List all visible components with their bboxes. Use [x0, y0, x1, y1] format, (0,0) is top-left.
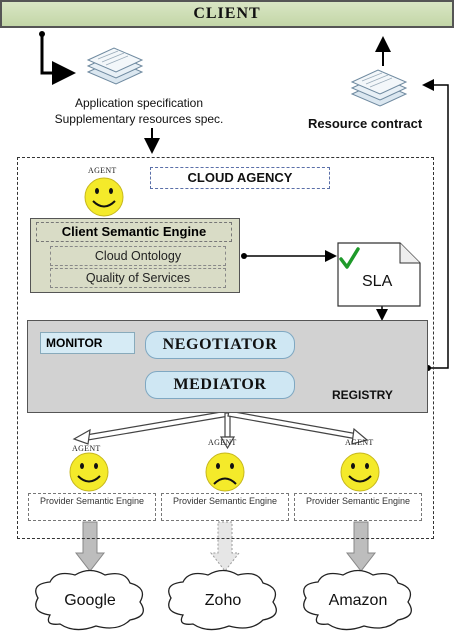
provider-agent-sad-icon	[205, 452, 245, 492]
check-icon	[339, 247, 360, 269]
provider-to-cloud-arrow	[345, 521, 377, 572]
provider-semantic-engine-box: Provider Semantic Engine	[161, 493, 289, 521]
sla-label: SLA	[362, 273, 393, 290]
engine-to-sla-arrow	[241, 250, 337, 262]
provider-agent-label: AGENT	[208, 438, 237, 447]
client-bar: CLIENT	[0, 0, 454, 28]
provider-agent-happy-icon	[340, 452, 380, 492]
provider-to-cloud-arrow	[74, 521, 106, 572]
google-cloud-shape	[35, 569, 144, 631]
provider-agent-happy-icon	[69, 452, 109, 492]
google-cloud-label: Google	[64, 592, 116, 609]
application-spec-line: Application specification	[74, 96, 204, 110]
cloud-agency-title: CLOUD AGENCY	[150, 167, 330, 189]
negotiator-box: NEGOTIATOR	[145, 331, 295, 359]
zoho-cloud-shape	[168, 569, 277, 631]
cloud-ontology-item: Cloud Ontology	[50, 246, 226, 266]
registry-label: REGISTRY	[332, 388, 393, 402]
quality-of-services-item: Quality of Services	[50, 268, 226, 288]
monitor-box: MONITOR	[40, 332, 135, 354]
provider-semantic-engine-box: Provider Semantic Engine	[294, 493, 422, 521]
resource-contract-label: Resource contract	[308, 116, 423, 131]
amazon-cloud-shape	[303, 569, 412, 631]
provider-agent-label: AGENT	[345, 438, 374, 447]
amazon-cloud-label: Amazon	[328, 592, 388, 609]
agent-smiley-icon	[84, 177, 124, 217]
agent-label: AGENT	[88, 166, 117, 175]
mediator-box: MEDIATOR	[145, 371, 295, 399]
supplementary-spec-line: Supplementary resources spec.	[54, 112, 224, 126]
client-semantic-engine-title: Client Semantic Engine	[36, 222, 232, 242]
contract-document-icon	[350, 69, 408, 107]
zoho-cloud-label: Zoho	[204, 592, 242, 609]
application-spec-label: Application specification Supplementary …	[14, 95, 264, 127]
document-stack-icon	[86, 47, 144, 85]
platform-to-providers-arrows	[72, 410, 369, 450]
provider-agent-label: AGENT	[72, 444, 101, 453]
client-to-spec-arrow	[39, 31, 76, 85]
provider-to-cloud-arrow-dotted	[209, 521, 241, 572]
sla-document-icon	[337, 242, 421, 307]
client-semantic-engine-box	[30, 218, 240, 293]
cloud-agency-container	[17, 157, 434, 539]
provider-semantic-engine-box: Provider Semantic Engine	[28, 493, 156, 521]
